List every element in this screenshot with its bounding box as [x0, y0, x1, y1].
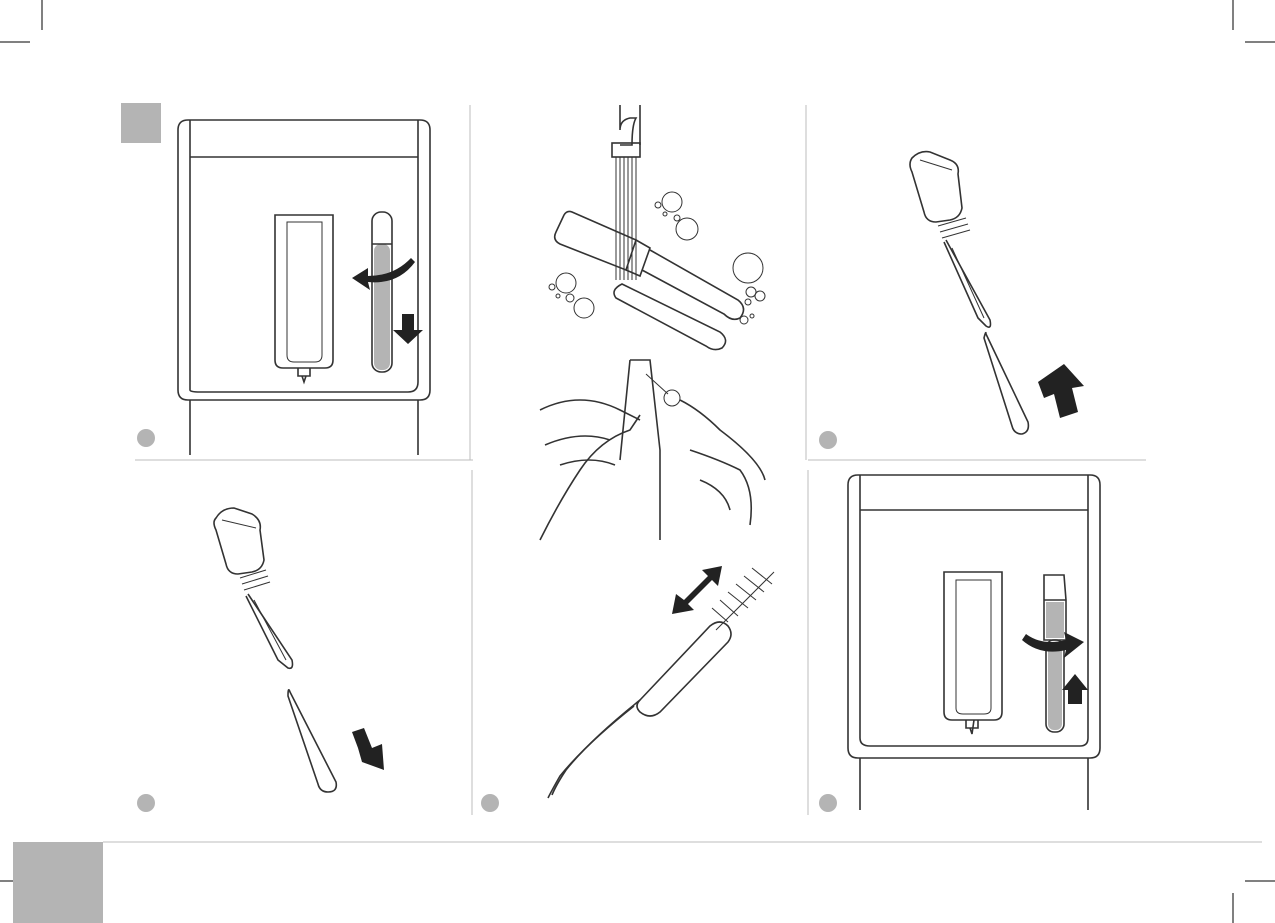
grid-dividers	[135, 105, 1146, 815]
up-arrow-icon	[1038, 364, 1084, 418]
up-arrow-icon	[1062, 674, 1088, 704]
step-marker	[137, 794, 155, 812]
panel-3	[819, 152, 1084, 449]
page-number-block	[13, 842, 103, 923]
step-marker	[481, 794, 499, 812]
double-arrow-icon	[672, 566, 722, 614]
step-marker	[819, 794, 837, 812]
panel-5	[819, 475, 1100, 812]
section-marker	[121, 103, 161, 143]
step-marker	[137, 429, 155, 447]
panel-1	[137, 120, 430, 455]
panel-2	[481, 105, 774, 812]
panel-4	[137, 508, 384, 812]
step-marker	[819, 431, 837, 449]
down-arrow-icon	[352, 728, 384, 770]
brush	[548, 568, 774, 798]
